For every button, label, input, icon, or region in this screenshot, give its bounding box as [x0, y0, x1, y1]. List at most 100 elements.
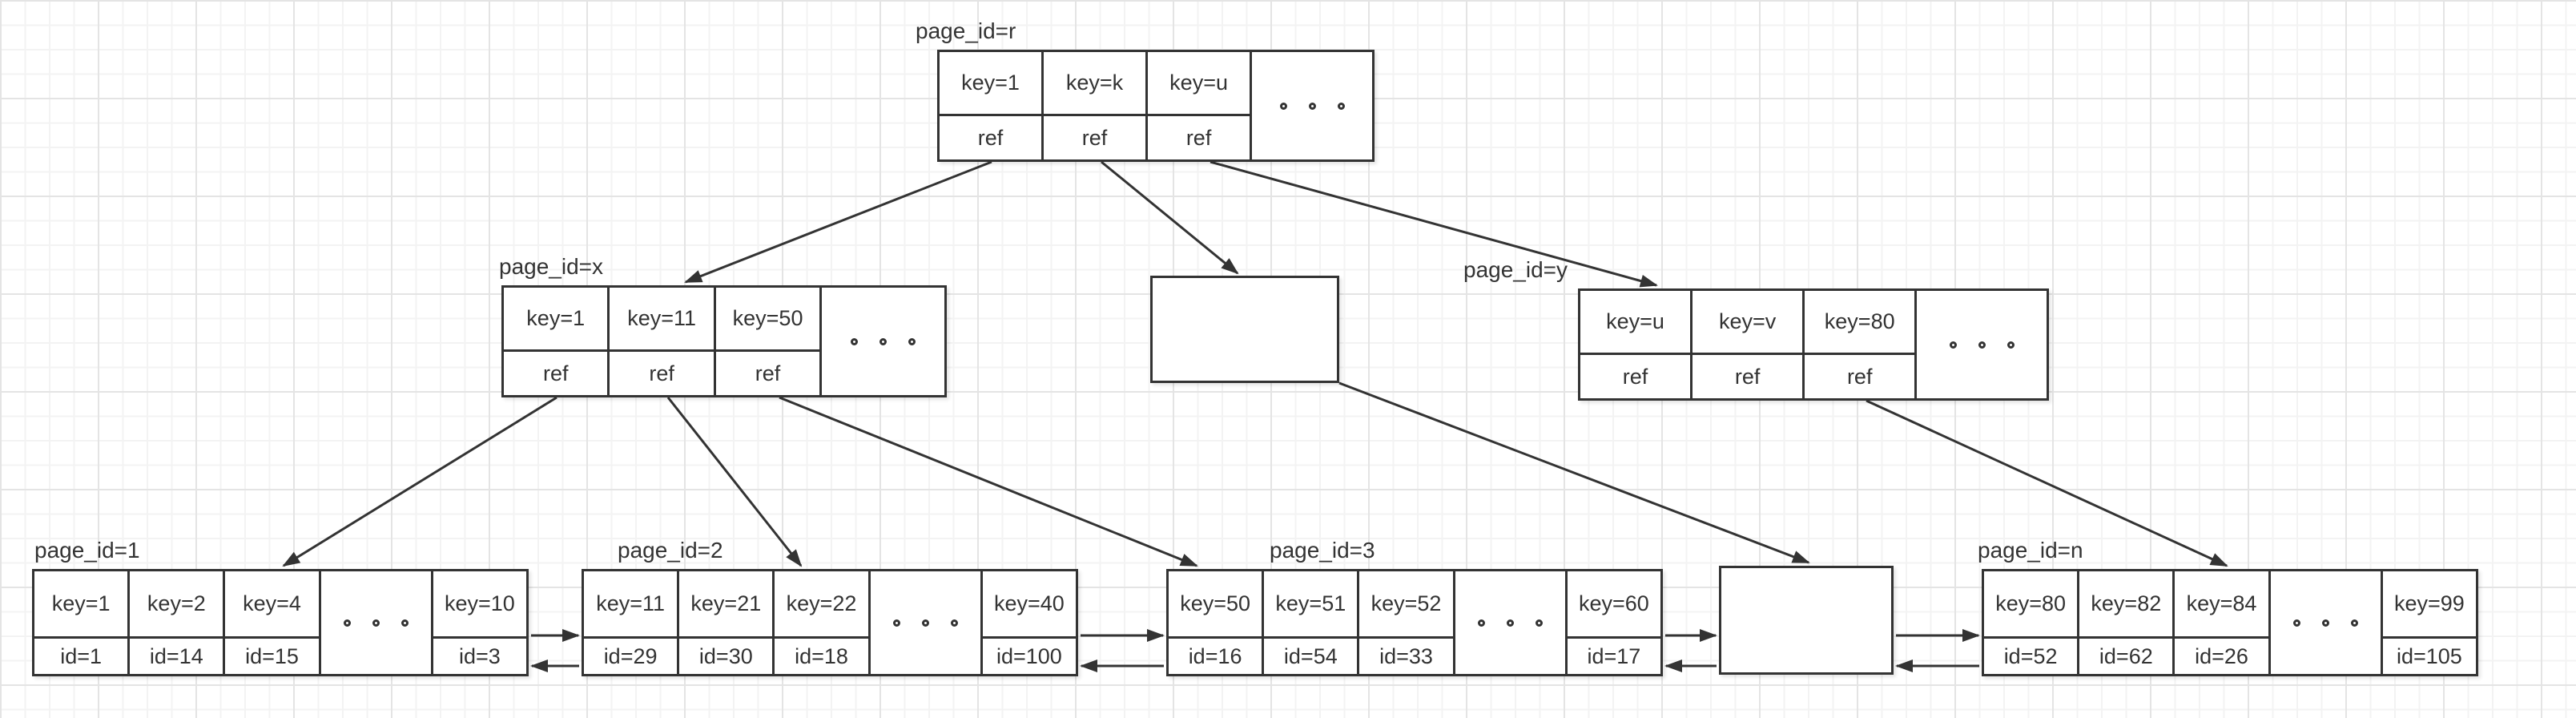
- key-cell: key=2: [130, 571, 223, 639]
- ellipsis-dot-icon: [950, 619, 958, 627]
- key-cell: key=1: [504, 288, 608, 353]
- ellipsis-dot-icon: [1477, 619, 1485, 627]
- entry-cell: key=99 id=105: [2382, 571, 2477, 674]
- node-root-label: page_id=r: [916, 18, 1016, 43]
- key-cell: key=1: [940, 52, 1042, 117]
- ellipsis-cell: [822, 288, 944, 395]
- key-cell: key=v: [1693, 291, 1803, 356]
- node-x-cells: key=1 ref key=11 ref key=50 ref: [504, 288, 944, 395]
- key-cell: key=11: [584, 571, 678, 639]
- entry-cell: key=80 ref: [1805, 291, 1918, 398]
- node-mid-empty-box: [1150, 276, 1339, 383]
- edge-x-leaf1-arrow: [282, 396, 557, 567]
- key-cell: key=60: [1567, 571, 1661, 639]
- node-leaf1-label: page_id=1: [34, 538, 140, 563]
- ellipsis-dot-icon: [892, 619, 900, 627]
- ellipsis-dot-icon: [343, 619, 351, 627]
- entry-cell: key=50 id=16: [1169, 571, 1265, 674]
- edge-mid-leafE-arrow: [1338, 381, 1810, 564]
- ref-cell: ref: [542, 361, 569, 385]
- ref-cell: ref: [649, 361, 674, 385]
- node-leaf2-label: page_id=2: [618, 538, 723, 563]
- ellipsis-cell: [871, 571, 983, 674]
- ellipsis-dot-icon: [2321, 619, 2329, 627]
- ellipsis-dot-icon: [1308, 102, 1316, 110]
- id-cell: id=52: [2003, 643, 2058, 668]
- key-cell: key=84: [2175, 571, 2268, 639]
- ellipsis-cell: [321, 571, 433, 674]
- ellipsis-dot-icon: [1978, 341, 1986, 349]
- key-cell: key=11: [610, 288, 714, 353]
- ellipsis-cell: [1455, 571, 1568, 674]
- ellipsis-dot-icon: [851, 337, 859, 345]
- entry-cell: key=11 ref: [610, 288, 716, 395]
- id-cell: id=105: [2396, 643, 2462, 668]
- ref-cell: ref: [755, 361, 781, 385]
- node-x: page_id=x key=1 ref key=11 ref key=50 ref: [499, 254, 947, 397]
- id-cell: id=100: [996, 643, 1062, 668]
- ellipsis-dot-icon: [372, 619, 380, 627]
- key-cell: key=52: [1359, 571, 1453, 639]
- key-cell: key=80: [1805, 291, 1915, 356]
- key-cell: key=99: [2382, 571, 2477, 639]
- edge-root-x-arrow: [684, 160, 992, 284]
- key-cell: key=80: [1984, 571, 2078, 639]
- id-cell: id=33: [1379, 643, 1433, 668]
- entry-cell: key=21 id=30: [679, 571, 775, 674]
- key-cell: key=40: [982, 571, 1077, 639]
- node-leaf3-label: page_id=3: [1270, 538, 1375, 563]
- id-cell: id=29: [603, 643, 658, 668]
- key-cell: key=u: [1148, 52, 1250, 117]
- node-x-label: page_id=x: [499, 254, 604, 279]
- key-cell: key=82: [2079, 571, 2173, 639]
- entry-cell: key=1 ref: [504, 288, 610, 395]
- node-leaf3: page_id=3 key=50 id=16 key=51 id=54 key=52 id=…: [1166, 538, 1663, 676]
- ellipsis-dot-icon: [1337, 102, 1345, 110]
- key-cell: key=50: [1169, 571, 1262, 639]
- key-cell: key=21: [679, 571, 773, 639]
- entry-cell: key=51 id=54: [1264, 571, 1360, 674]
- entry-cell: key=50 ref: [715, 288, 823, 395]
- ellipsis-dot-icon: [400, 619, 409, 627]
- ellipsis-dot-icon: [1279, 102, 1287, 110]
- ellipsis-dot-icon: [908, 337, 916, 345]
- key-cell: key=51: [1264, 571, 1358, 639]
- entry-cell: key=11 id=29: [584, 571, 680, 674]
- key-cell: key=10: [433, 571, 527, 639]
- entry-cell: key=v ref: [1693, 291, 1805, 398]
- id-cell: id=16: [1188, 643, 1242, 668]
- ref-cell: ref: [1734, 364, 1761, 389]
- ellipsis-cell: [1252, 52, 1372, 159]
- ellipsis-dot-icon: [2006, 341, 2015, 349]
- ellipsis-dot-icon: [921, 619, 929, 627]
- ellipsis-dot-icon: [1506, 619, 1514, 627]
- key-cell: key=50: [715, 288, 820, 353]
- node-y-label: page_id=y: [1463, 257, 1568, 282]
- id-cell: id=30: [698, 643, 753, 668]
- ellipsis-dot-icon: [879, 337, 888, 345]
- edge-root-mid-arrow: [1101, 160, 1239, 275]
- ellipsis-dot-icon: [2292, 619, 2300, 627]
- id-cell: id=54: [1283, 643, 1338, 668]
- ref-cell: ref: [1846, 364, 1873, 389]
